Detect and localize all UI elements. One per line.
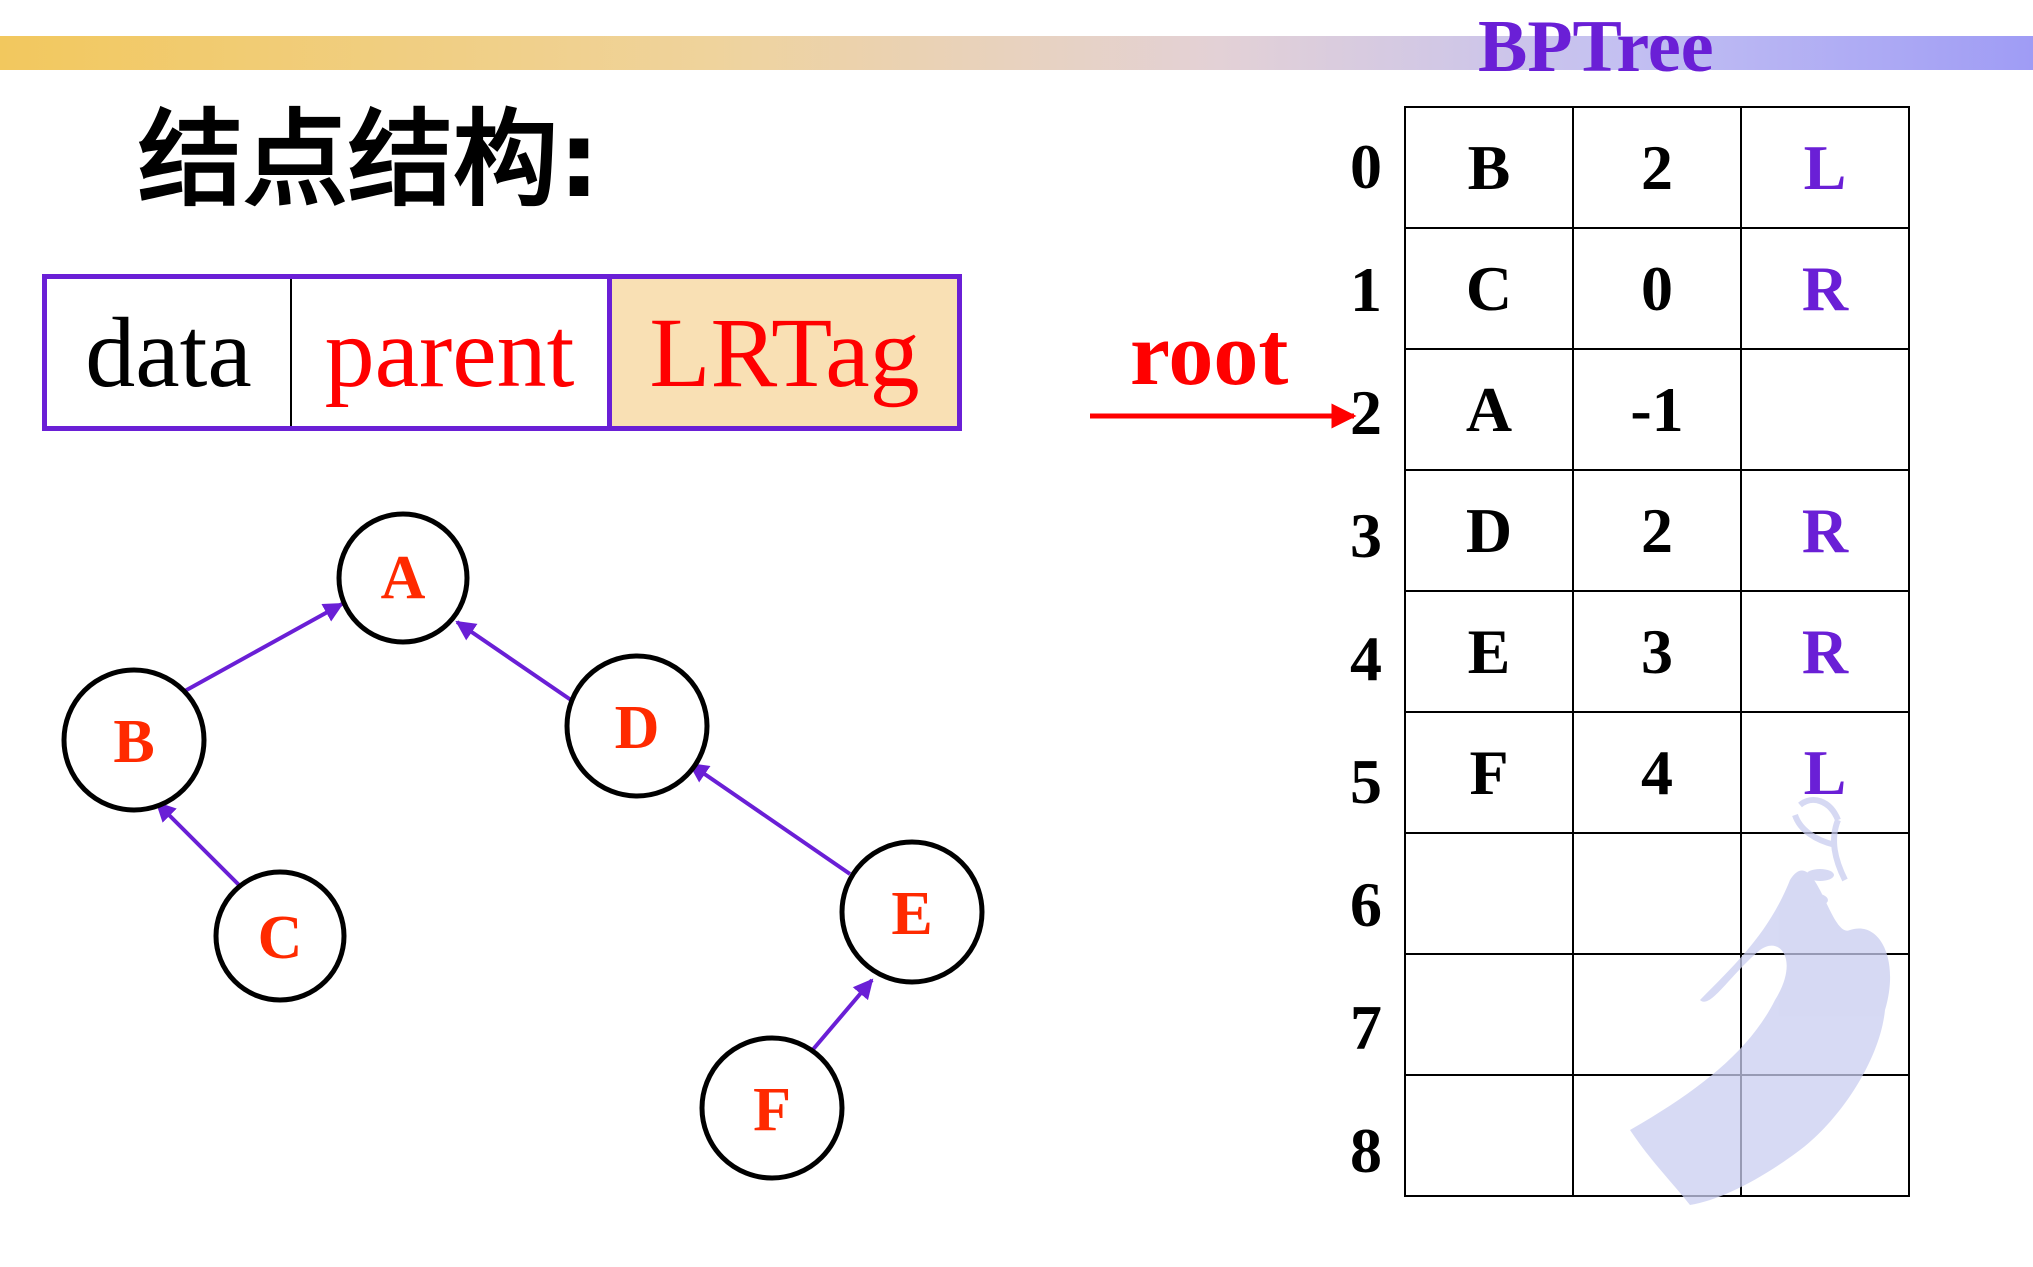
cell-parent <box>1572 953 1742 1076</box>
edge-b-to-a <box>182 602 344 694</box>
svg-text:D: D <box>615 694 660 762</box>
row-index: 0 <box>1350 131 1382 202</box>
field-lrtag: LRTag <box>612 279 957 426</box>
cell-parent: -1 <box>1572 348 1742 471</box>
page-heading: 结点结构: <box>138 99 600 221</box>
table-row <box>1404 832 1910 955</box>
tree-node-b: B <box>61 667 207 813</box>
edge-d-to-a <box>455 620 573 702</box>
svg-text:C: C <box>258 904 303 972</box>
tree-node-e: E <box>839 839 985 985</box>
field-data: data <box>47 279 292 426</box>
cell-tag <box>1740 348 1910 471</box>
svg-text:A: A <box>381 544 426 612</box>
table-row: A -1 <box>1404 348 1910 471</box>
tree-node-d: D <box>564 653 710 799</box>
table-row: F 4 L <box>1404 711 1910 834</box>
cell-parent <box>1572 832 1742 955</box>
row-index: 8 <box>1350 1115 1382 1186</box>
row-index: 6 <box>1350 869 1382 940</box>
row-index: 4 <box>1350 623 1382 694</box>
cell-data <box>1404 1074 1574 1197</box>
tree-node-c: C <box>213 869 347 1003</box>
cell-data: E <box>1404 590 1574 713</box>
title-gradient-bar <box>0 36 2033 70</box>
edge-c-to-b <box>155 801 242 888</box>
svg-text:E: E <box>891 880 932 948</box>
cell-tag: R <box>1740 227 1910 350</box>
table-title: BPTree <box>1478 6 1714 88</box>
tree-node-f: F <box>699 1035 845 1181</box>
table-row: D 2 R <box>1404 469 1910 592</box>
cell-tag: L <box>1740 106 1910 229</box>
cell-data: A <box>1404 348 1574 471</box>
root-label: root <box>1130 305 1289 404</box>
cell-parent: 3 <box>1572 590 1742 713</box>
cell-parent: 0 <box>1572 227 1742 350</box>
table-row: B 2 L <box>1404 106 1910 229</box>
cell-tag: R <box>1740 469 1910 592</box>
node-structure-box: data parent LRTag <box>42 274 962 431</box>
cell-data: D <box>1404 469 1574 592</box>
cell-data: C <box>1404 227 1574 350</box>
bptree-table: B 2 L C 0 R A -1 D 2 R E 3 R F 4 L <box>1404 106 1910 1197</box>
table-row: E 3 R <box>1404 590 1910 713</box>
svg-text:F: F <box>753 1076 791 1144</box>
cell-parent: 2 <box>1572 469 1742 592</box>
cell-tag: L <box>1740 711 1910 834</box>
cell-data: F <box>1404 711 1574 834</box>
cell-data: B <box>1404 106 1574 229</box>
row-index: 7 <box>1350 992 1382 1063</box>
field-parent: parent <box>292 279 612 426</box>
table-row: C 0 R <box>1404 227 1910 350</box>
row-index: 1 <box>1350 254 1382 325</box>
row-index: 3 <box>1350 500 1382 571</box>
cell-tag: R <box>1740 590 1910 713</box>
svg-text:B: B <box>113 708 154 776</box>
edge-f-to-e <box>808 978 874 1055</box>
cell-parent: 2 <box>1572 106 1742 229</box>
cell-data <box>1404 832 1574 955</box>
row-index: 5 <box>1350 746 1382 817</box>
tree-node-a: A <box>336 511 470 645</box>
edge-e-to-d <box>688 762 852 876</box>
cell-parent: 4 <box>1572 711 1742 834</box>
dove-watermark <box>1630 797 1891 1205</box>
cell-data <box>1404 953 1574 1076</box>
